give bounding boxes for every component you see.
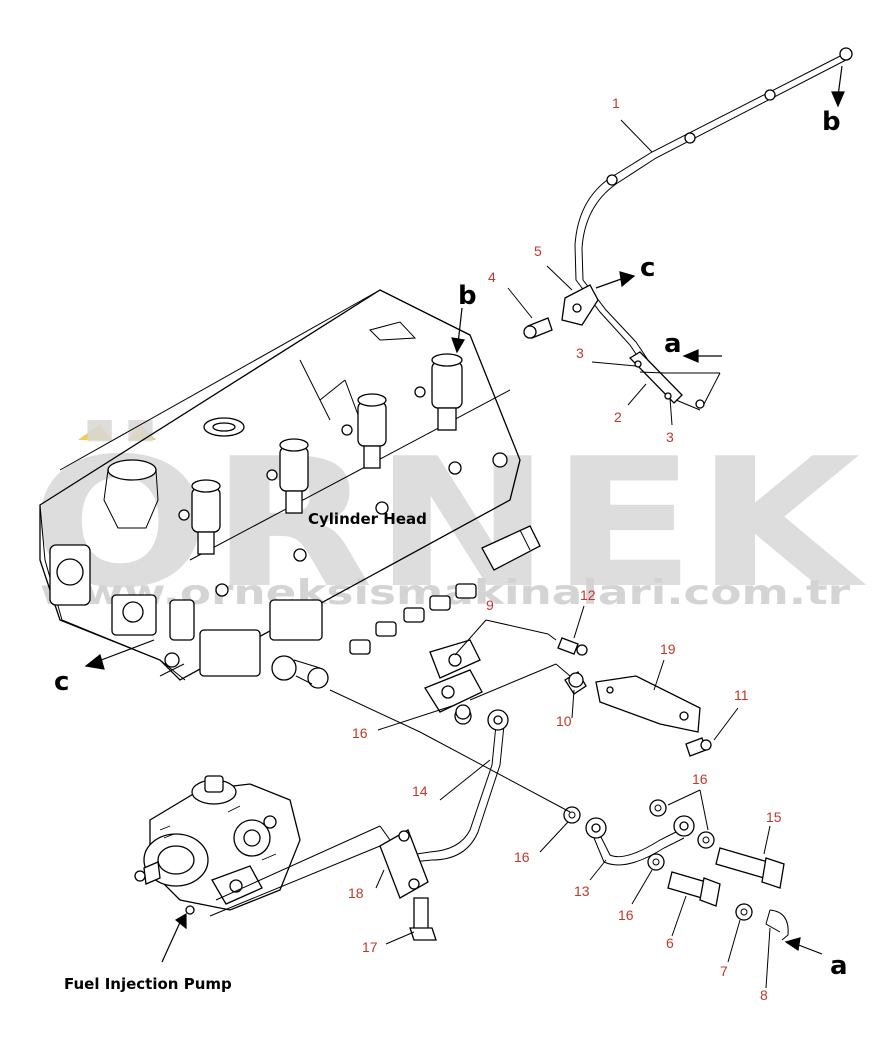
leak-off-pipe [523, 47, 853, 411]
caption-fuel-injection-pump: Fuel Injection Pump [64, 975, 232, 993]
part-number: 3 [576, 345, 584, 361]
cylinder-head-drawing [39, 289, 541, 681]
part-number: 3 [666, 429, 674, 445]
ref-letter-c-top: c [640, 253, 655, 283]
part-number: 4 [488, 269, 496, 285]
part-number: 14 [412, 783, 428, 799]
fuel-injection-pump-drawing [134, 775, 301, 915]
part-number: 12 [580, 587, 596, 603]
injector-4 [414, 353, 463, 431]
part-number: 18 [348, 885, 364, 901]
part-number: 15 [766, 809, 782, 825]
ref-letter-b-top: b [822, 107, 841, 137]
part-number: 17 [362, 939, 378, 955]
part-number: 16 [352, 725, 368, 741]
watermark-brand: ÖRNEK [30, 420, 867, 627]
injector-2 [266, 438, 309, 514]
part-number: 16 [692, 771, 708, 787]
part-number: 10 [556, 713, 572, 729]
part-number: 16 [618, 907, 634, 923]
part-number: 5 [534, 243, 542, 259]
injector-1 [178, 479, 221, 555]
part-number: 6 [666, 935, 674, 951]
ref-letter-c-left: c [54, 667, 69, 697]
injector-3 [341, 393, 387, 469]
reference-arrows [84, 65, 845, 963]
return-block [271, 637, 712, 757]
leader-lines [159, 119, 771, 989]
watermark: ÖRNEK www.orneksismakinalari.com.tr [30, 420, 867, 627]
ref-letter-b-head: b [458, 281, 477, 311]
part-number: 9 [486, 597, 494, 613]
part-number: 19 [660, 641, 676, 657]
part-number: 8 [760, 987, 768, 1003]
watermark-accent-left [78, 424, 112, 440]
part-number: 1 [612, 95, 620, 111]
part-number: 2 [614, 409, 622, 425]
part-number: 16 [514, 849, 530, 865]
caption-cylinder-head: Cylinder Head [308, 510, 427, 528]
ref-letter-a-bottom: a [830, 951, 848, 981]
part-number: 7 [720, 963, 728, 979]
part-number: 13 [574, 883, 590, 899]
part-number: 11 [734, 687, 749, 703]
banjo-unions [349, 583, 477, 725]
fuel-pipes [379, 704, 789, 941]
ref-letter-a-top: a [664, 329, 682, 359]
part-number-labels: 1 5 4 3 2 3 9 12 19 11 10 16 14 16 15 16… [348, 95, 782, 1003]
